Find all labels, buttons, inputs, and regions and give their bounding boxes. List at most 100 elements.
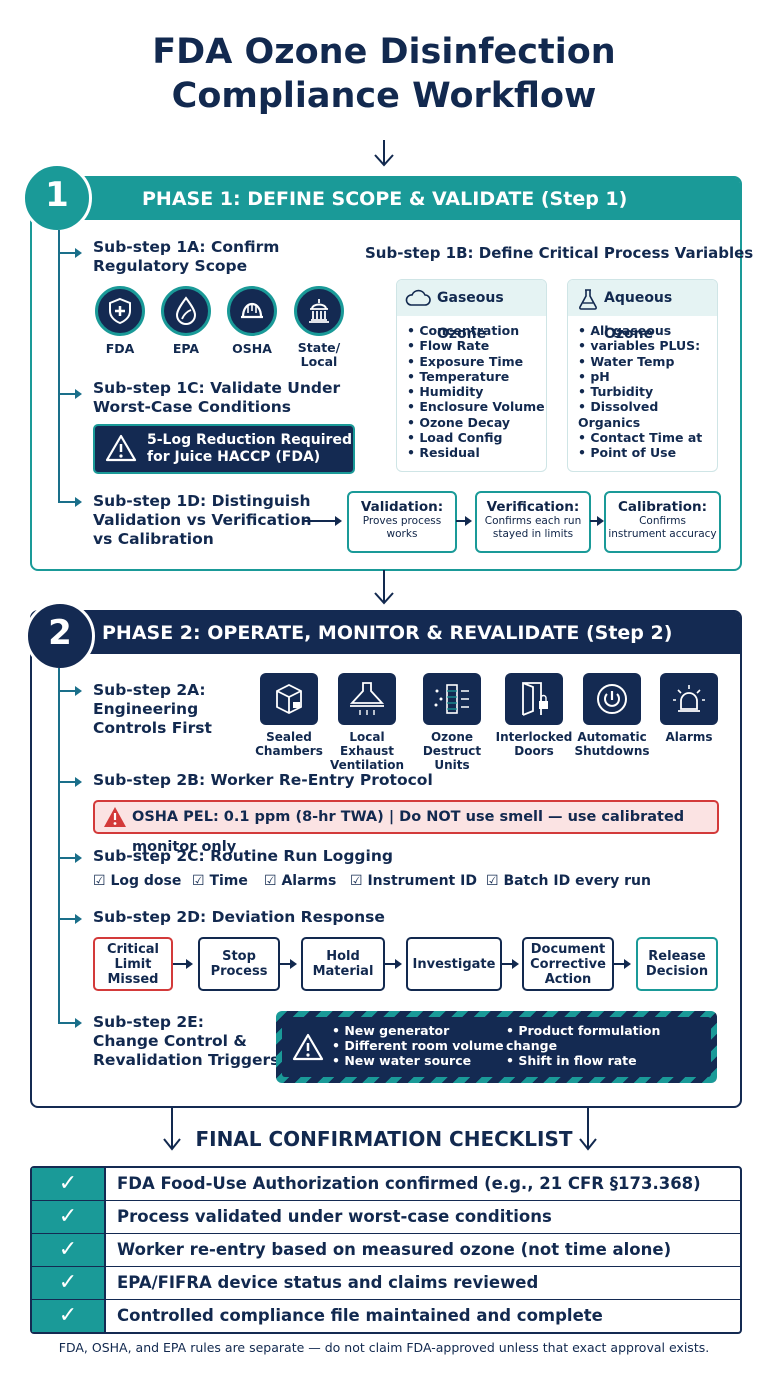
to-calibration-arrow [590, 516, 604, 526]
calibration-title: Calibration: [617, 499, 708, 515]
sub-step-2d: Sub-step 2D: Deviation Response [93, 908, 385, 926]
aqueous-header: Aqueous Ozone [568, 280, 717, 342]
sub-1a-line2: Regulatory Scope [93, 257, 248, 275]
list-item: • New generator [332, 1023, 450, 1038]
list-item: • Product formulation change [506, 1023, 661, 1053]
log-checkbox-batch: ☑ Batch ID every run [486, 873, 651, 889]
checklist-item-text: Controlled compliance file maintained an… [117, 1306, 603, 1325]
validation-desc-1: Proves process [362, 515, 442, 527]
fda-label: FDA [105, 341, 135, 356]
exhaust-hood-icon [338, 673, 396, 725]
alarm-light-icon [660, 673, 718, 725]
sub-1c-arrow [58, 389, 82, 399]
to-validation-arrow [302, 516, 342, 526]
phase-2-connector [58, 668, 60, 1023]
log-item-label: Batch ID every run [503, 873, 651, 889]
list-item: Dissolved Organics [578, 399, 717, 430]
control-label-line: Ventilation [329, 758, 404, 772]
sub-step-2a: Sub-step 2A: Engineering Controls First [93, 681, 212, 738]
control-label-line: Destruct Units [422, 744, 482, 772]
deviation-line: Stop [222, 949, 256, 964]
deviation-arrow [384, 959, 402, 969]
deviation-arrow [501, 959, 519, 969]
cloud-icon [405, 289, 431, 306]
list-item: Turbidity [578, 384, 717, 399]
verification-desc-2: stayed in limits [492, 528, 574, 540]
sealed-box-icon [260, 673, 318, 725]
control-label-line: Automatic [577, 730, 647, 744]
power-icon [583, 673, 641, 725]
state-local-label: State/ Local [284, 341, 354, 369]
control-label-line: Local Exhaust [340, 730, 394, 758]
sub-2b-arrow [58, 777, 82, 787]
final-checklist: ✓FDA Food-Use Authorization confirmed (e… [30, 1166, 742, 1334]
checklist-item-text: Worker re-entry based on measured ozone … [117, 1240, 672, 1259]
sub-1d-line1: Sub-step 1D: Distinguish [93, 492, 311, 510]
checkmark-icon: ✓ [32, 1201, 106, 1233]
list-item: Humidity [407, 384, 545, 399]
calibration-desc-2: instrument accuracy [608, 528, 717, 540]
alarms-label: Alarms [646, 730, 732, 744]
trigger-text: Shift in flow rate [518, 1053, 637, 1068]
sub-step-2c: Sub-step 2C: Routine Run Logging [93, 847, 393, 865]
osha-hard-hat-icon [227, 286, 277, 336]
validation-desc-2: works [386, 528, 418, 540]
red-warning-icon [104, 807, 126, 827]
sub-step-2b: Sub-step 2B: Worker Re-Entry Protocol [93, 771, 433, 789]
list-item: Residual [407, 445, 545, 460]
log-reduction-line1: 5-Log Reduction Required [147, 432, 352, 448]
log-checkbox-time: ☑ Time [192, 873, 248, 889]
sub-2c-arrow [58, 853, 82, 863]
list-item: All gaseous [578, 323, 717, 338]
checklist-item-text: Process validated under worst-case condi… [117, 1207, 552, 1226]
sub-1d-arrow [58, 497, 82, 507]
osha-pel-warning: OSHA PEL: 0.1 ppm (8-hr TWA) | Do NOT us… [93, 800, 719, 855]
log-checkbox-instrument: ☑ Instrument ID [350, 873, 477, 889]
state-label-line2: Local [300, 354, 338, 369]
down-arrow-icon [374, 570, 394, 605]
deviation-arrow [173, 959, 193, 969]
sub-2e-line1: Sub-step 2E: [93, 1013, 204, 1031]
checkmark-icon: ✓ [32, 1267, 106, 1299]
list-item: Point of Use [578, 445, 717, 460]
phase-1-number: 1 [22, 163, 92, 233]
calibration-desc-1: Confirms [639, 515, 686, 527]
state-capitol-building-icon [294, 286, 344, 336]
checkmark-icon: ✓ [32, 1234, 106, 1266]
list-item: variables PLUS: [578, 338, 717, 353]
sub-2a-line3: Controls First [93, 719, 212, 737]
sub-step-1d: Sub-step 1D: Distinguish Validation vs V… [93, 492, 311, 549]
checklist-row: ✓ Process validated under worst-case cond… [32, 1201, 740, 1234]
aqueous-variable-list: All gaseous variables PLUS: Water Temp p… [578, 323, 717, 461]
control-label-line: Alarms [665, 730, 713, 744]
aqueous-ozone-box: Aqueous Ozone All gaseous variables PLUS… [567, 279, 718, 472]
to-verification-arrow [456, 516, 472, 526]
deviation-line: Critical [106, 941, 159, 957]
sub-1d-line2: Validation vs Verification [93, 511, 312, 529]
list-item: • Shift in flow rate [506, 1053, 637, 1068]
gaseous-header: Gaseous Ozone [397, 280, 546, 342]
checklist-row: ✓FDA Food-Use Authorization confirmed (e… [32, 1168, 740, 1201]
phase-2-title: PHASE 2: OPERATE, MONITOR & REVALIDATE (… [102, 622, 673, 644]
sub-step-1a: Sub-step 1A: Confirm Regulatory Scope [93, 238, 279, 276]
title-line-2: Compliance Workflow [171, 76, 597, 116]
log-reduction-warning: 5-Log Reduction Required for Juice HACCP… [93, 424, 355, 474]
validation-title: Validation: [360, 499, 444, 515]
trigger-text: New generator [344, 1023, 450, 1038]
sub-step-1b: Sub-step 1B: Define Critical Process Var… [365, 244, 754, 262]
flask-icon [579, 289, 597, 310]
checklist-title: FINAL CONFIRMATION CHECKLIST [195, 1127, 573, 1151]
deviation-line: Corrective [530, 956, 606, 972]
log-checkbox-alarms: ☑ Alarms [264, 873, 337, 889]
warning-triangle-icon [292, 1033, 324, 1061]
log-item-label: Instrument ID [367, 873, 477, 889]
checkmark-icon: ✓ [32, 1300, 106, 1332]
list-item: Enclosure Volume [407, 399, 544, 414]
control-label-line: Doors [514, 744, 554, 758]
control-label-line: Chambers [255, 744, 323, 758]
deviation-arrow [279, 959, 297, 969]
